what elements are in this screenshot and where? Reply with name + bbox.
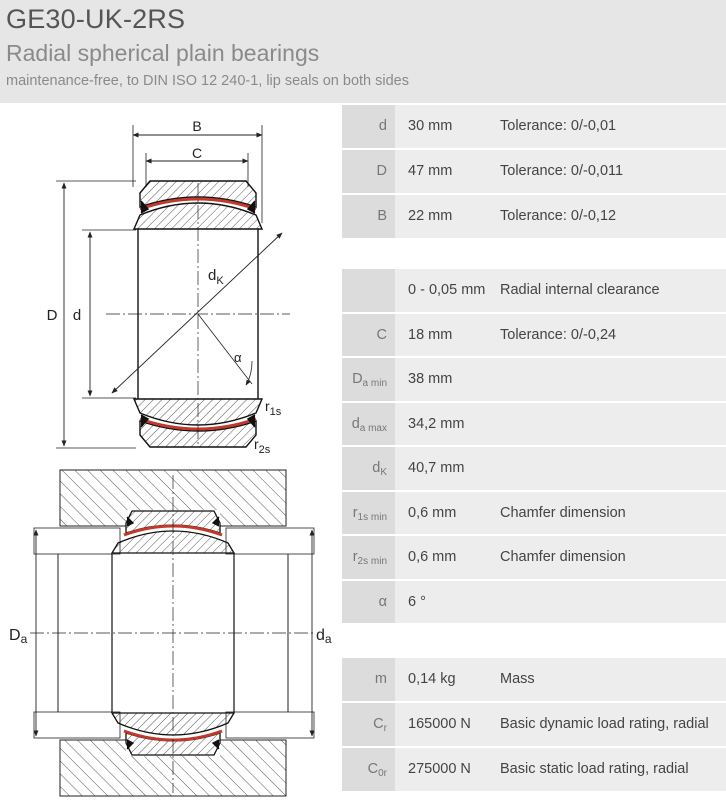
spec-value: 0 - 0,05 mm: [408, 282, 486, 298]
spec-row: da max 34,2 mm: [342, 402, 726, 447]
spec-description: Chamfer dimension: [500, 549, 626, 565]
spec-row: m 0,14 kg Mass: [342, 658, 726, 703]
label-d: d: [73, 307, 81, 324]
spec-description: Tolerance: 0/-0,01: [500, 118, 617, 134]
spec-symbol: dK: [342, 447, 395, 490]
label-alpha: α: [234, 350, 242, 365]
label-da: da: [316, 627, 332, 646]
label-Da: Da: [9, 627, 28, 646]
label-C: C: [192, 145, 202, 161]
spec-description: Chamfer dimension: [500, 504, 626, 521]
spec-value: 40,7 mm: [408, 460, 465, 476]
spec-row: 0 - 0,05 mm Radial internal clearance: [342, 269, 726, 314]
spec-value: 0,14 kg: [408, 671, 456, 687]
label-r1s: r1s: [265, 398, 282, 418]
label-B: B: [192, 118, 201, 134]
spec-value: 0,6 mm: [408, 549, 457, 565]
page-header: GE30-UK-2RS Radial spherical plain beari…: [0, 0, 726, 103]
spec-symbol: B: [342, 195, 395, 238]
spec-row: Cr 165000 N Basic dynamic load rating, rad…: [342, 703, 726, 748]
spec-row: B 22 mm Tolerance: 0/-0,12: [342, 195, 726, 240]
spec-row: C0r 275000 N Basic static load rating, rad…: [342, 748, 726, 793]
bearing-section-view: B C D d: [47, 118, 290, 456]
spec-row: D 47 mm Tolerance: 0/-0,011: [342, 150, 726, 195]
spec-symbol: d: [342, 105, 395, 148]
spec-symbol: da max: [342, 402, 395, 445]
spec-symbol: Da min: [342, 358, 395, 401]
spec-row: dK 40,7 mm: [342, 447, 726, 492]
spec-value: 18 mm: [408, 326, 453, 343]
product-subtitle: Radial spherical plain bearings: [6, 40, 320, 66]
spec-symbol: D: [342, 150, 395, 193]
spec-description: Radial internal clearance: [500, 282, 660, 298]
spec-row: Da min 38 mm: [342, 358, 726, 403]
spec-symbol: r2s min: [342, 536, 395, 579]
product-description: maintenance-free, to DIN ISO 12 240-1, l…: [6, 73, 409, 89]
spec-value: 22 mm: [408, 208, 453, 224]
technical-drawing: B C D d: [0, 103, 342, 800]
spec-symbol: C0r: [342, 748, 395, 791]
label-dK: dK: [208, 267, 224, 287]
spec-symbol: r1s min: [342, 491, 395, 534]
spec-description: Tolerance: 0/-0,24: [500, 326, 617, 343]
product-title: GE30-UK-2RS: [6, 4, 186, 34]
spec-value: 30 mm: [408, 118, 453, 134]
spec-row: r1s min 0,6 mm Chamfer dimension: [342, 491, 726, 536]
spec-value: 275000 N: [408, 761, 471, 777]
mounting-view: Da da: [9, 469, 332, 797]
spec-row: α 6 °: [342, 580, 726, 625]
spec-symbol: m: [342, 658, 395, 701]
spec-value: 6 °: [408, 593, 426, 610]
spec-description: Basic dynamic load rating, radial: [500, 716, 709, 732]
spec-row: C 18 mm Tolerance: 0/-0,24: [342, 313, 726, 358]
label-r2s: r2s: [254, 436, 271, 456]
spec-description: Basic static load rating, radial: [500, 761, 689, 777]
label-D: D: [47, 307, 58, 324]
spec-value: 38 mm: [408, 371, 453, 387]
spec-symbol: α: [342, 580, 395, 623]
spec-description: Tolerance: 0/-0,12: [500, 208, 617, 224]
spec-value: 34,2 mm: [408, 415, 465, 432]
spec-row: d 30 mm Tolerance: 0/-0,01: [342, 105, 726, 150]
spec-row: r2s min 0,6 mm Chamfer dimension: [342, 536, 726, 581]
spec-value: 47 mm: [408, 163, 453, 179]
spec-symbol: Cr: [342, 703, 395, 746]
bearing-drawing-svg: B C D d: [9, 118, 332, 797]
spec-description: Tolerance: 0/-0,011: [500, 163, 624, 179]
spec-symbol: [342, 269, 395, 312]
spec-symbol: C: [342, 313, 395, 356]
spec-value: 165000 N: [408, 716, 471, 732]
spec-value: 0,6 mm: [408, 504, 457, 521]
spec-description: Mass: [500, 671, 535, 687]
